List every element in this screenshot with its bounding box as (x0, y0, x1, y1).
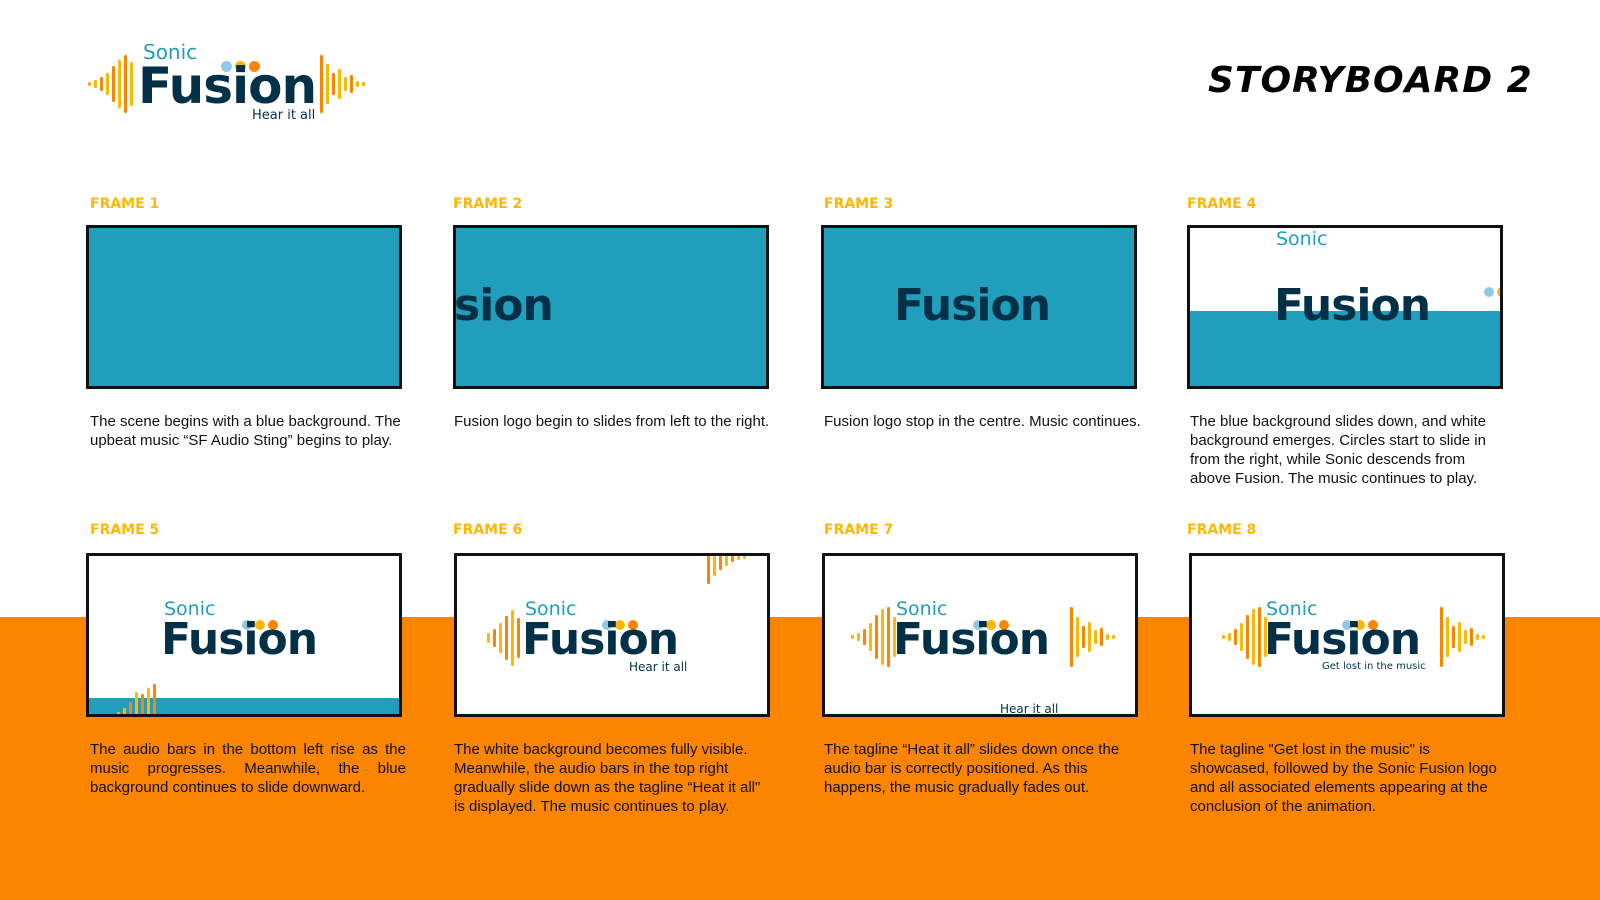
audio-bars-right-icon (320, 52, 365, 116)
frame-6-thumbnail: Sonic Fusion Hear it all (454, 553, 770, 717)
frame-3-label: FRAME 3 (824, 196, 894, 212)
frame-4-dots-icon (1484, 287, 1500, 297)
frame-4-thumbnail: Sonic Fusion (1187, 225, 1503, 389)
logo-sonic-text: Sonic (143, 40, 198, 64)
page-title: STORYBOARD 2 (1208, 60, 1533, 101)
frame-4-label: FRAME 4 (1187, 196, 1257, 212)
frame-4-fusion-text: Fusion (1274, 280, 1431, 331)
frame-6-audio-bars-icon (707, 556, 746, 586)
frame-4-blue-panel (1190, 311, 1500, 386)
frame-7-label: FRAME 7 (824, 522, 894, 538)
frame-7-fusion-text: Fusion (893, 614, 1050, 665)
frame-3-thumbnail: Fusion (821, 225, 1137, 389)
sonic-fusion-logo: Sonic Fusion Hear it all (88, 40, 378, 130)
frame-1-thumbnail (86, 225, 402, 389)
frame-8-label: FRAME 8 (1187, 522, 1257, 538)
frame-8-thumbnail: Sonic Fusion Get lost in the music (1189, 553, 1505, 717)
frame-5-sonic-text: Sonic (164, 598, 216, 620)
frame-4-sonic-text: Sonic (1276, 228, 1328, 250)
frame-8-sonic-text: Sonic (1266, 598, 1318, 620)
frame-2-fusion-partial: sion (454, 280, 554, 331)
frame-5-thumbnail: Sonic Fusion (86, 553, 402, 717)
frame-8-audio-bars-left-icon (1222, 606, 1267, 668)
frame-7-dots-icon (973, 620, 1009, 630)
frame-6-description: The white background becomes fully visib… (454, 741, 761, 815)
audio-bars-left-icon (88, 52, 133, 116)
frame-5-blue-panel (89, 698, 399, 714)
frame-6-tagline: Hear it all (629, 660, 688, 674)
frame-5-description: The audio bars in the bottom left rise a… (90, 741, 406, 796)
frame-8-dots-icon (1342, 620, 1378, 630)
frame-1-label: FRAME 1 (90, 196, 160, 212)
frame-2-label: FRAME 2 (453, 196, 523, 212)
frame-8-description: The tagline "Get lost in the music" is s… (1190, 741, 1497, 815)
frame-2-description: Fusion logo begin to slides from left to… (454, 413, 770, 430)
frame-2-thumbnail: sion (453, 225, 769, 389)
frame-5-audio-bars-icon (111, 684, 156, 714)
frame-5-label: FRAME 5 (90, 522, 160, 538)
frame-7-sonic-text: Sonic (896, 598, 948, 620)
frame-4-description: The blue background slides down, and whi… (1190, 413, 1487, 487)
frame-6-dots-icon (602, 620, 638, 630)
logo-tagline: Hear it all (252, 108, 316, 123)
frame-3-fusion-text: Fusion (894, 280, 1051, 331)
frame-1-description: The scene begins with a blue background.… (90, 413, 401, 449)
frame-7-description: The tagline “Heat it all” slides down on… (824, 741, 1120, 796)
frame-5-dots-icon (242, 620, 278, 630)
frame-6-sonic-text: Sonic (525, 598, 577, 620)
frame-3-description: Fusion logo stop in the centre. Music co… (824, 413, 1141, 430)
logo-fusion-text: Fusion (138, 57, 317, 115)
frame-7-audio-bars-left-icon (851, 606, 896, 668)
frame-5-fusion-text: Fusion (161, 614, 318, 665)
frame-6-fusion-text: Fusion (522, 614, 679, 665)
frame-8-tagline: Get lost in the music (1322, 661, 1426, 672)
frame-7-tagline: Hear it all (1000, 702, 1059, 716)
frame-8-audio-bars-right-icon (1440, 606, 1485, 668)
frame-7-thumbnail: Sonic Fusion Hear it all (822, 553, 1138, 717)
logo-dots-icon (221, 61, 260, 72)
frame-6-label: FRAME 6 (453, 522, 523, 538)
frame-6-audio-bars-left-icon (487, 608, 520, 668)
frame-7-audio-bars-right-icon (1070, 606, 1115, 668)
frame-8-fusion-text: Fusion (1264, 614, 1421, 665)
